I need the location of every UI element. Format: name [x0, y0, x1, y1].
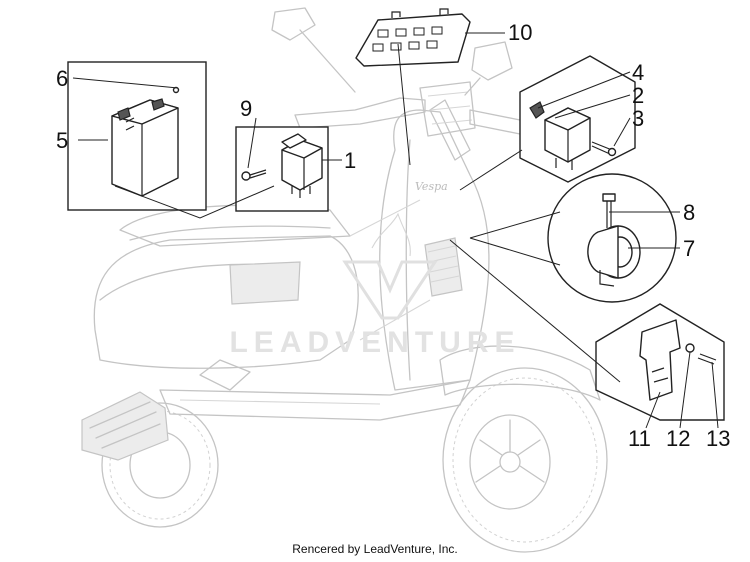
horn-screw	[602, 193, 616, 228]
callout-2: 2	[632, 83, 644, 108]
watermark-text: LEADVENTURE	[229, 326, 520, 359]
bracket-icon	[595, 303, 725, 421]
callout-3: 3	[632, 106, 644, 131]
scooter-outline	[81, 7, 608, 553]
callout-8: 8	[683, 200, 695, 225]
leadventure-watermark: LEADVENTURE	[229, 212, 520, 359]
exhaust	[81, 391, 169, 461]
callout-labels: 1 2 3 4 5 6 7 8 9 10 11 12 13	[56, 20, 730, 451]
callout-1: 1	[344, 148, 356, 173]
vespa-badge: Vespa	[415, 180, 448, 193]
relay-icon	[235, 126, 329, 212]
callout-6: 6	[56, 66, 68, 91]
callout-12: 12	[666, 426, 690, 451]
callout-11: 11	[628, 426, 651, 451]
callout-5: 5	[56, 128, 68, 153]
front-wheel	[442, 367, 608, 553]
leader-lines	[72, 32, 719, 429]
callout-13: 13	[706, 426, 730, 451]
relay-screw	[241, 169, 267, 181]
callout-10: 10	[508, 20, 532, 45]
part-10-connector-board	[355, 8, 471, 67]
callout-9: 9	[240, 96, 252, 121]
horn-icon	[547, 173, 677, 303]
battery-icon	[67, 61, 207, 211]
leadventure-logo-icon	[342, 260, 438, 320]
relay-right-icon	[519, 55, 636, 183]
rear-wheel	[101, 402, 219, 528]
credit-line: Rencered by LeadVenture, Inc.	[292, 542, 458, 556]
callout-7: 7	[683, 236, 695, 261]
callout-4: 4	[632, 60, 644, 85]
